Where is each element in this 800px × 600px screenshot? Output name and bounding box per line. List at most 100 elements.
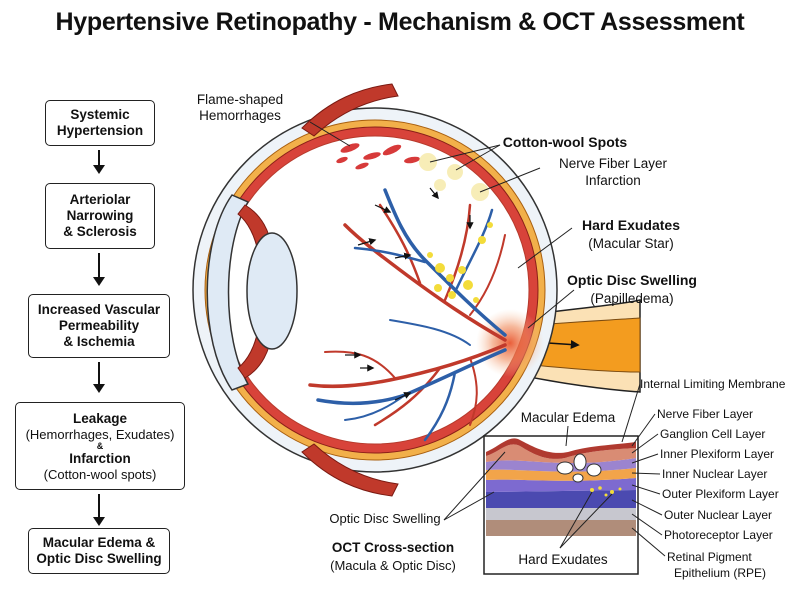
artery (343, 223, 507, 342)
oct-exudate (604, 493, 608, 497)
artery (443, 203, 472, 302)
label-photoreceptor-layer: Photoreceptor Layer (664, 528, 773, 542)
flow-step-vascular-permeability: Increased Vascular Permeability & Ischem… (28, 294, 170, 358)
flow-arrow-eye (374, 204, 392, 213)
flow-step-line: Macular Edema & (42, 535, 156, 550)
hemorrhage (340, 143, 360, 153)
leader-ipl (631, 453, 659, 464)
flow-step-line: & (96, 440, 104, 451)
label-outer-nuclear-layer: Outer Nuclear Layer (664, 508, 772, 522)
oct-layer-nerve-fiber (486, 438, 636, 459)
flow-arrow-eye (429, 187, 439, 200)
oct-edema-cysts (556, 453, 602, 483)
flow-arrow (93, 150, 105, 174)
leader-ilm (621, 383, 641, 443)
cotton-wool-spot (447, 164, 463, 180)
flow-step-leakage-infarction: Leakage (Hemorrhages, Exudates) & Infarc… (15, 402, 185, 490)
flow-step-line: Optic Disc Swelling (36, 551, 162, 566)
superior-muscle (301, 83, 399, 137)
leader-nfl (479, 167, 541, 193)
exudate (434, 284, 442, 292)
lens (246, 232, 298, 350)
inferior-muscle (301, 443, 399, 497)
leader-hard-exudates (559, 493, 613, 549)
label-papilledema: (Papilledema) (590, 291, 673, 306)
vein (353, 246, 427, 264)
label-inner-nuclear-layer: Inner Nuclear Layer (662, 467, 767, 481)
flow-arrow (93, 253, 105, 286)
exudate (427, 252, 433, 258)
leader-rpe (631, 527, 666, 557)
label-flame-hemorrhages: Flame-shaped (197, 92, 283, 107)
oct-exudate (590, 488, 594, 492)
leader-disc (527, 289, 575, 329)
label-optic-disc-swelling: Optic Disc Swelling (567, 272, 697, 288)
edema-cyst (556, 461, 574, 475)
eye-leader-lines (309, 121, 575, 329)
leader-inl (631, 472, 661, 475)
label-nfl-infarction: Infarction (585, 173, 641, 188)
cotton-wool-spot (434, 179, 446, 191)
oct-leader-lines (443, 383, 666, 557)
leader-oct-disc (443, 451, 506, 521)
optic-nerve-arrow (547, 340, 580, 350)
cotton-wool-spot (419, 153, 437, 171)
exudate (463, 280, 473, 290)
exudate (448, 291, 456, 299)
artery (373, 366, 442, 427)
oct-layer-rpe (486, 520, 636, 536)
exudate (473, 297, 479, 303)
vein (344, 394, 406, 421)
edema-cyst (572, 473, 584, 483)
flow-step-line: Increased Vascular (37, 302, 161, 317)
label-oct-disc-swelling: Optic Disc Swelling (329, 511, 440, 526)
label-oct-hard-exudates: Hard Exudates (518, 552, 608, 567)
leader-gcl (631, 433, 659, 454)
oct-exudate (610, 490, 614, 494)
edema-cyst (586, 463, 602, 477)
leader-onl (631, 499, 663, 516)
page-title: Hypertensive Retinopathy - Mechanism & O… (55, 8, 745, 36)
flow-step-line: Infarction (69, 450, 131, 466)
hemorrhage (355, 162, 369, 170)
exudate (458, 266, 466, 274)
leader-hard-exudates (559, 491, 593, 549)
oct-layer-ganglion (486, 444, 636, 464)
flow-arrow-eye (357, 238, 377, 246)
leader-prl (631, 513, 663, 536)
leader-cotton (429, 144, 501, 163)
leader-exudates (517, 227, 573, 269)
cornea (206, 194, 250, 391)
leader-opl (631, 484, 661, 495)
label-rpe: Epithelium (RPE) (674, 566, 766, 580)
label-hard-exudates: Hard Exudates (582, 217, 680, 233)
label-macular-edema: Macular Edema (521, 410, 616, 425)
label-nfl-infarction: Nerve Fiber Layer (559, 156, 668, 171)
flow-step-line: (Cotton-wool spots) (43, 466, 157, 482)
label-nerve-fiber-layer: Nerve Fiber Layer (657, 407, 753, 421)
label-oct-caption-title: OCT Cross-section (332, 540, 454, 555)
label-ganglion-cell-layer: Ganglion Cell Layer (660, 427, 765, 441)
label-inner-plexiform-layer: Inner Plexiform Layer (660, 447, 774, 461)
leader-nfl (631, 413, 656, 447)
artery (308, 343, 507, 389)
vein (423, 370, 457, 442)
flow-step-arteriolar-narrowing: Arteriolar Narrowing & Sclerosis (45, 183, 155, 249)
hard-exudates-eye (427, 222, 493, 303)
label-macular-star: (Macular Star) (588, 236, 674, 251)
retinal-veins (316, 188, 507, 442)
flow-arrow-eye (394, 252, 412, 260)
flame-hemorrhages (336, 143, 420, 170)
flow-step-line: Leakage (72, 410, 128, 426)
flow-arrow-eye (394, 392, 412, 401)
artery (324, 350, 396, 379)
vein (383, 188, 507, 337)
oct-exudate (618, 487, 622, 491)
flow-step-line: Arteriolar (69, 192, 131, 207)
leader-macular-edema (565, 425, 569, 447)
label-cotton-wool-spots: Cotton-wool Spots (503, 134, 628, 150)
flow-step-line: (Hemorrhages, Exudates) (25, 426, 175, 442)
vein (389, 319, 471, 346)
flow-step-line: Permeability (58, 318, 140, 333)
